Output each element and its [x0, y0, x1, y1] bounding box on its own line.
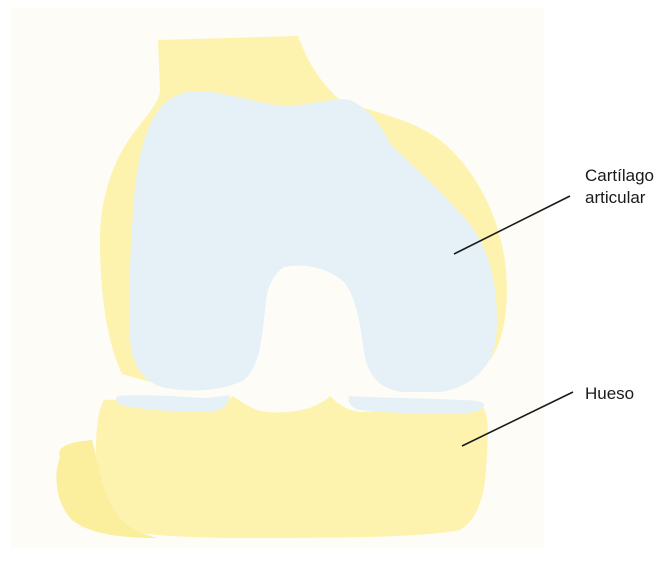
cartilage-label-line1: Cartílago [585, 165, 654, 187]
cartilage-label-line2: articular [585, 187, 654, 209]
cartilage-label: Cartílago articular [585, 165, 654, 209]
tibia-bone [96, 396, 488, 538]
bone-label: Hueso [585, 383, 634, 405]
